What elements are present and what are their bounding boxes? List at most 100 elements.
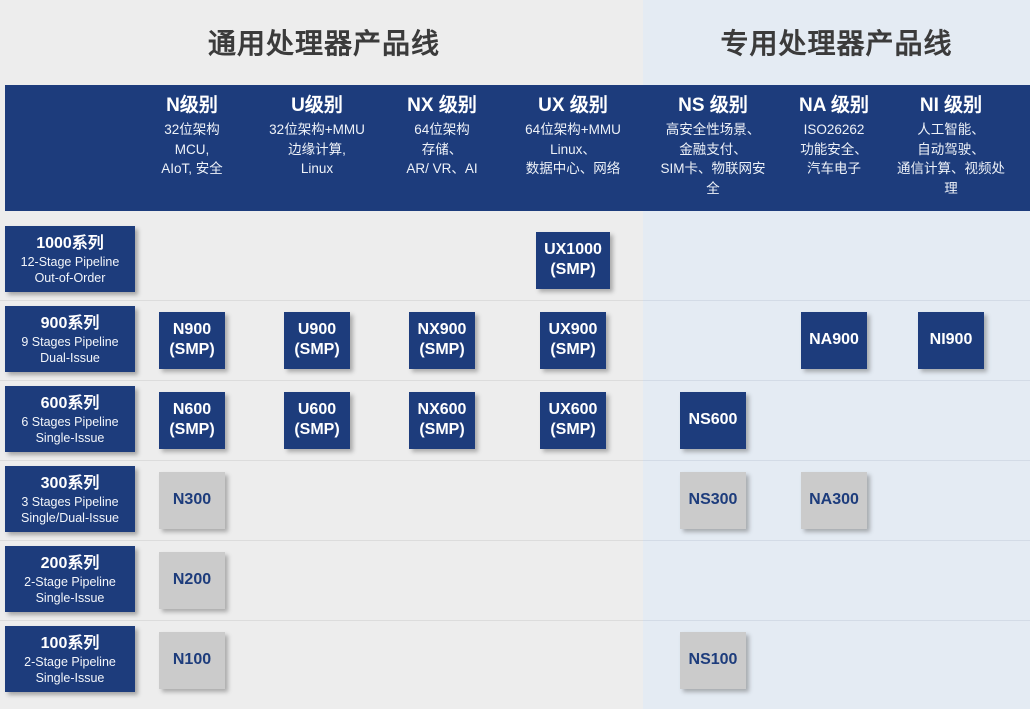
row-separator <box>643 460 1030 461</box>
product-chip-line: UX900 <box>548 321 598 338</box>
row-label-title: 600系列 <box>40 394 100 412</box>
product-chip-line: UX600 <box>548 401 598 418</box>
row-label-title: 900系列 <box>40 314 100 332</box>
product-chip-ux900[interactable]: UX900(SMP) <box>540 311 606 369</box>
column-header-subtitle: 高安全性场景、 <box>665 122 761 137</box>
product-chip-n100[interactable]: N100 <box>159 631 225 689</box>
product-chip-n600[interactable]: N600(SMP) <box>159 391 225 449</box>
product-chip-na900[interactable]: NA900 <box>801 311 867 369</box>
column-header-title: U级别 <box>291 95 343 116</box>
row-label-subtitle: Single/Dual-Issue <box>21 510 119 525</box>
product-chip-n200[interactable]: N200 <box>159 551 225 609</box>
column-header-subtitle: 金融支付、 <box>679 141 747 157</box>
column-header-title: N级别 <box>166 95 218 116</box>
product-chip-n900[interactable]: N900 (SMP) <box>159 311 225 369</box>
row-separator <box>0 620 643 621</box>
row-separator <box>643 540 1030 541</box>
column-header-subtitle: AR/ VR、AI <box>406 161 478 176</box>
product-chip-ns300[interactable]: NS300 <box>680 471 746 529</box>
row-label-subtitle: Single-Issue <box>35 590 105 605</box>
product-chip-line: NA300 <box>809 491 859 508</box>
product-chip-ux1000[interactable]: UX1000 (SMP) <box>536 231 610 289</box>
product-chip-line: U600 <box>297 401 337 418</box>
section-title-dedicated: 专用处理器产品线 <box>720 28 953 59</box>
column-header-subtitle: 64位架构 <box>414 122 470 137</box>
product-chip-line: UX1000 <box>544 241 602 258</box>
product-chip-na300[interactable]: NA300 <box>801 471 867 529</box>
row-label-subtitle: 3 Stages Pipeline <box>21 494 119 509</box>
section-title-general: 通用处理器产品线 <box>207 28 440 59</box>
column-header-subtitle: 边缘计算, <box>288 141 346 157</box>
column-header-title: UX 级别 <box>538 95 608 116</box>
product-chip-line: NS600 <box>688 411 738 428</box>
product-chip-line: (SMP) <box>419 341 465 358</box>
column-header-subtitle: 32位架构 <box>164 122 220 137</box>
column-header-title: NI 级别 <box>919 95 983 116</box>
product-chip-line: U900 <box>297 321 337 338</box>
column-header-subtitle: 人工智能、 <box>917 122 985 137</box>
product-chip-line: NX900 <box>417 321 467 338</box>
product-chip-ux600[interactable]: UX600 (SMP) <box>540 391 606 449</box>
column-header-subtitle: Linux、 <box>550 141 596 157</box>
column-header-subtitle: AIoT, 安全 <box>161 161 223 176</box>
row-separator <box>0 540 643 541</box>
row-label-subtitle: 2-Stage Pipeline <box>24 654 116 669</box>
column-header-u: U级别 32位架构+MMU 边缘计算, Linux <box>258 85 376 211</box>
row-label-subtitle: Single-Issue <box>35 670 105 685</box>
column-header-ns: NS 级别高安全性场景、金融支付、SIM卡、物联网安全 <box>654 85 772 211</box>
column-header-subtitle: ISO26262 <box>803 122 865 137</box>
row-label-title: 200系列 <box>40 554 100 572</box>
column-header-title: NX 级别 <box>407 95 477 116</box>
product-chip-ns600[interactable]: NS600 <box>680 391 746 449</box>
product-chip-line: NX600 <box>417 401 467 418</box>
column-header-subtitle: 64位架构+MMU <box>525 122 621 137</box>
product-chip-u600[interactable]: U600 (SMP) <box>284 391 350 449</box>
product-chip-n300[interactable]: N300 <box>159 471 225 529</box>
row-separator <box>0 460 643 461</box>
product-chip-ni900[interactable]: NI900 <box>918 311 984 369</box>
column-header-subtitle: 32位架构+MMU <box>269 122 365 137</box>
product-chip-u900[interactable]: U900(SMP) <box>284 311 350 369</box>
row-label-title: 1000系列 <box>36 234 104 252</box>
product-chip-nx600[interactable]: NX600(SMP) <box>409 391 475 449</box>
product-chip-line: NI900 <box>929 331 973 348</box>
row-separator <box>0 380 643 381</box>
column-header-subtitle: 功能安全、 <box>800 141 868 157</box>
product-chip-line: (SMP) <box>550 261 596 278</box>
row-label-subtitle: 9 Stages Pipeline <box>21 334 119 349</box>
row-label-subtitle: Dual-Issue <box>40 350 100 365</box>
column-header-subtitle: 数据中心、网络 <box>525 161 621 176</box>
column-header-title: NS 级别 <box>678 95 748 116</box>
column-header-ni: NI 级别人工智能、自动驾驶、通信计算、视频处理 <box>892 85 1010 211</box>
product-chip-line: N100 <box>172 651 212 668</box>
product-chip-line: (SMP) <box>550 421 596 438</box>
product-chip-nx900[interactable]: NX900 (SMP) <box>409 311 475 369</box>
product-chip-line: N300 <box>172 491 212 508</box>
product-chip-line: N900 <box>172 321 212 338</box>
product-chip-line: (SMP) <box>294 421 340 438</box>
product-chip-line: NS100 <box>688 651 738 668</box>
product-chip-line: N200 <box>172 571 212 588</box>
column-header-ux: UX 级别 64位架构+MMU Linux、数据中心、网络 <box>514 85 632 211</box>
product-chip-line: NS300 <box>688 491 738 508</box>
column-header-title: NA 级别 <box>798 95 870 116</box>
product-chip-line: (SMP) <box>169 421 215 438</box>
column-header-subtitle: Linux <box>300 161 334 176</box>
product-chip-ns100[interactable]: NS100 <box>680 631 746 689</box>
row-label-title: 300系列 <box>40 474 100 492</box>
row-label-title: 100系列 <box>40 634 100 652</box>
product-chip-line: (SMP) <box>169 341 215 358</box>
row-separator <box>643 620 1030 621</box>
column-header-subtitle: 汽车电子 <box>807 161 861 176</box>
row-separator <box>643 300 1030 301</box>
